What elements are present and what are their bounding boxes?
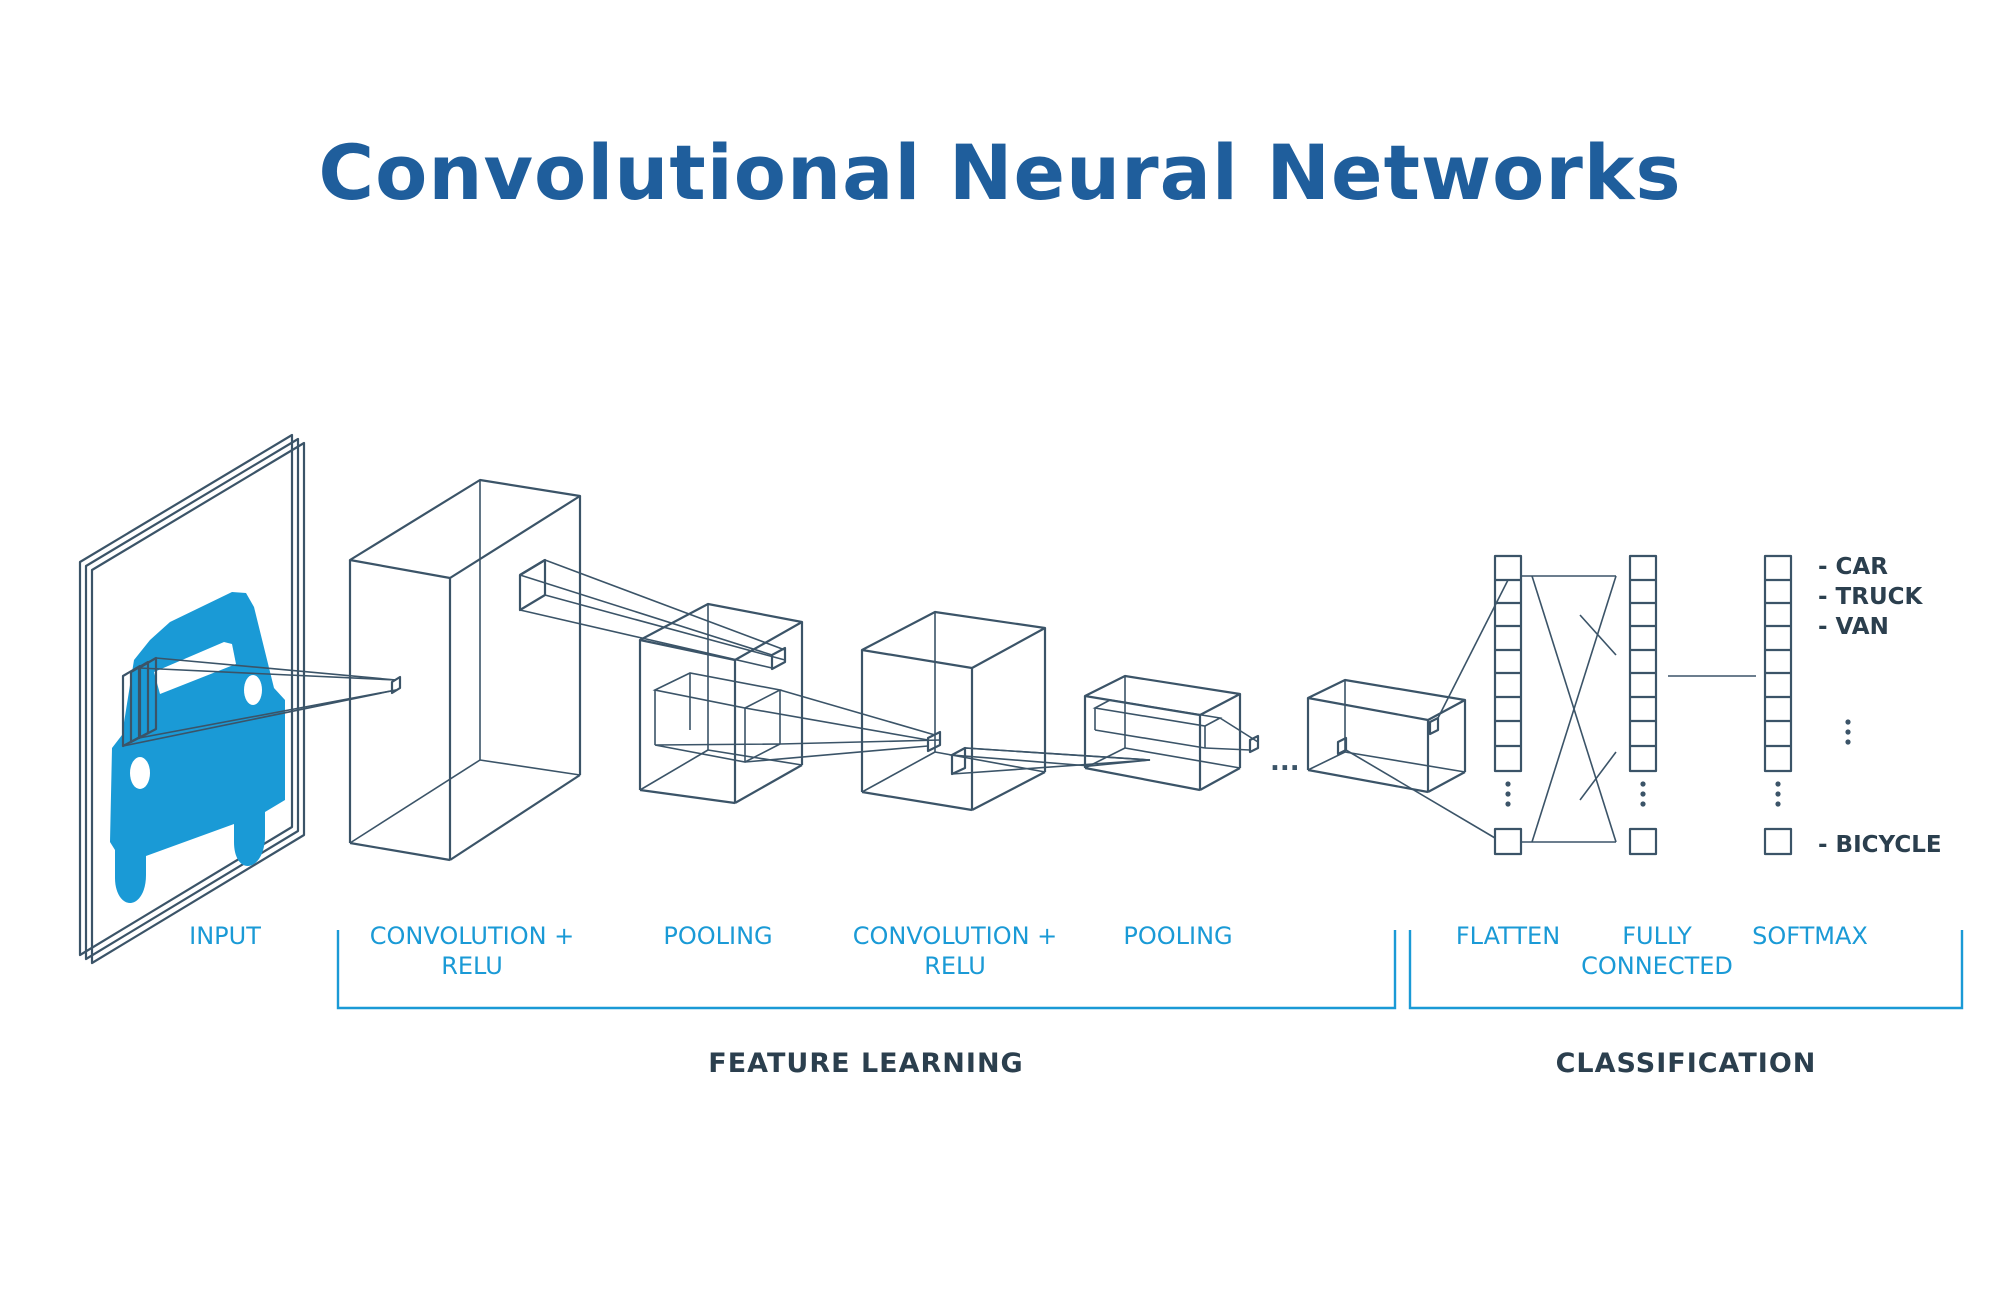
stage-label-connected: CONNECTED xyxy=(1581,952,1733,980)
classification-bracket xyxy=(1408,930,1964,1010)
stage-label-input: INPUT xyxy=(189,922,261,950)
class-label-truck: - TRUCK xyxy=(1818,584,1924,610)
conv2-volume xyxy=(860,610,1151,812)
pool1-volume xyxy=(638,602,942,805)
stage-label-conv2: CONVOLUTION + xyxy=(853,922,1058,950)
page-title: Convolutional Neural Networks xyxy=(318,128,1682,217)
pool2-volume xyxy=(1083,674,1260,792)
stage-label-flatten: FLATTEN xyxy=(1456,922,1560,950)
softmax-column xyxy=(1763,554,1793,856)
ellipsis: ... xyxy=(1270,747,1300,777)
class-label-van: - VAN xyxy=(1818,614,1889,640)
stage-label-conv1: CONVOLUTION + xyxy=(370,922,575,950)
stage-label-pool2: POOLING xyxy=(1123,922,1232,950)
stage-label-softmax: SOFTMAX xyxy=(1752,922,1868,950)
fc-connections xyxy=(1521,575,1617,843)
class-list-ellipsis xyxy=(1845,719,1851,745)
flatten-column xyxy=(1493,554,1523,856)
fully-connected-column xyxy=(1628,554,1658,856)
class-label-bicycle: - BICYCLE xyxy=(1818,832,1942,858)
stage-label-conv2-relu: RELU xyxy=(924,952,986,980)
group-label-feature-learning: FEATURE LEARNING xyxy=(708,1048,1023,1079)
stage-label-conv1-relu: RELU xyxy=(441,952,503,980)
stage-label-fully: FULLY xyxy=(1622,922,1692,950)
input-image-stack xyxy=(78,433,306,965)
stage-label-pool1: POOLING xyxy=(663,922,772,950)
feature-learning-bracket xyxy=(336,930,1397,1010)
final-feature-volume xyxy=(1306,678,1467,794)
class-label-car: - CAR xyxy=(1818,554,1888,580)
group-label-classification: CLASSIFICATION xyxy=(1556,1048,1817,1079)
car-icon xyxy=(110,592,285,903)
conv1-volume xyxy=(348,478,787,862)
